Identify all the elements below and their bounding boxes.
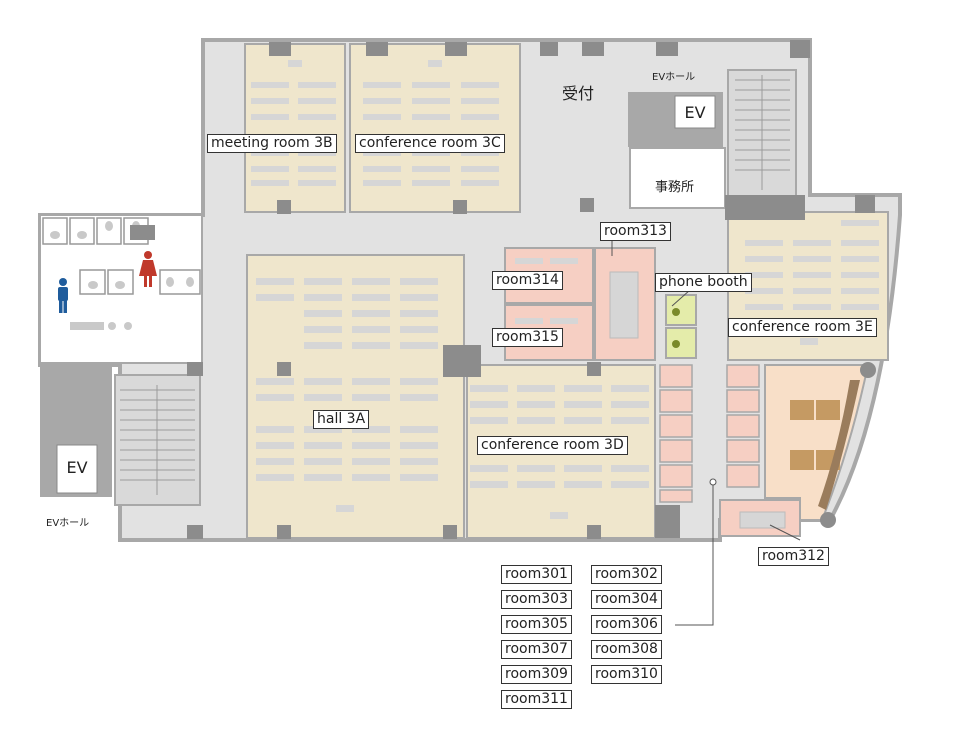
room-list-item[interactable]: room308 xyxy=(591,640,662,659)
table-313 xyxy=(609,271,639,339)
room-list-item[interactable]: room305 xyxy=(501,615,572,634)
toilet-stalls xyxy=(42,217,201,295)
pillars xyxy=(130,40,876,539)
elevator-bottom-door xyxy=(56,444,98,494)
room-315-label[interactable]: room315 xyxy=(492,328,563,347)
female-restroom-icon xyxy=(139,251,157,287)
room-list-item[interactable]: room311 xyxy=(501,690,572,709)
phone-booth-icon-2 xyxy=(672,340,680,348)
desks-3d xyxy=(470,385,649,519)
lounge-bench xyxy=(818,380,860,510)
phone-booth-area-2 xyxy=(665,327,697,359)
room-list-item[interactable]: room302 xyxy=(591,565,662,584)
desks-3e xyxy=(745,220,879,345)
stairs-icon xyxy=(735,75,790,190)
meeting-room-3b-label[interactable]: meeting room 3B xyxy=(207,134,337,153)
office-label: 事務所 xyxy=(655,180,695,195)
male-restroom-icon xyxy=(58,278,68,313)
reception-label: 受付 xyxy=(562,84,595,103)
phone-booth-label[interactable]: phone booth xyxy=(655,273,752,292)
hall-3a-label[interactable]: hall 3A xyxy=(313,410,370,429)
phone-booth-icon-1 xyxy=(672,308,680,316)
room-list-item[interactable]: room306 xyxy=(591,615,662,634)
conference-room-3d-label[interactable]: conference room 3D xyxy=(477,436,628,455)
elevator-top-label: EV xyxy=(684,103,706,122)
elevator-top-door xyxy=(674,95,716,129)
meeting-room-3b-area xyxy=(244,43,346,213)
ev-hall-bottom xyxy=(40,497,112,540)
conference-room-3e-label[interactable]: conference room 3E xyxy=(728,318,877,337)
leader-lines xyxy=(611,240,801,626)
table-312 xyxy=(739,511,786,529)
ev-hall-top-label: EVホール xyxy=(652,72,696,83)
room-list-item[interactable]: room309 xyxy=(501,665,572,684)
elevator-bottom-label: EV xyxy=(66,458,88,477)
desks-314-315 xyxy=(515,258,578,324)
room-312-label[interactable]: room312 xyxy=(758,547,829,566)
ev-hall-bottom-label: EVホール xyxy=(46,518,90,529)
room-list-item[interactable]: room303 xyxy=(501,590,572,609)
small-rooms-block xyxy=(659,364,760,503)
room-313-label[interactable]: room313 xyxy=(600,222,671,241)
desks-3b xyxy=(251,60,336,186)
room-list-item[interactable]: room310 xyxy=(591,665,662,684)
room-list-item[interactable]: room307 xyxy=(501,640,572,659)
conference-room-3c-area xyxy=(349,43,521,213)
stairs-icon-2 xyxy=(120,385,195,495)
conference-room-3e-area xyxy=(727,211,889,361)
office-area xyxy=(629,147,726,209)
room-list-item[interactable]: room301 xyxy=(501,565,572,584)
desks-3a xyxy=(256,278,438,512)
phone-booth-area-1 xyxy=(665,294,697,326)
room-314-label[interactable]: room314 xyxy=(492,271,563,290)
room-list-item[interactable]: room304 xyxy=(591,590,662,609)
toilet-icon xyxy=(50,221,194,330)
conference-room-3c-label[interactable]: conference room 3C xyxy=(355,134,505,153)
desks-3c xyxy=(363,60,499,186)
small-room-marker xyxy=(709,478,717,486)
